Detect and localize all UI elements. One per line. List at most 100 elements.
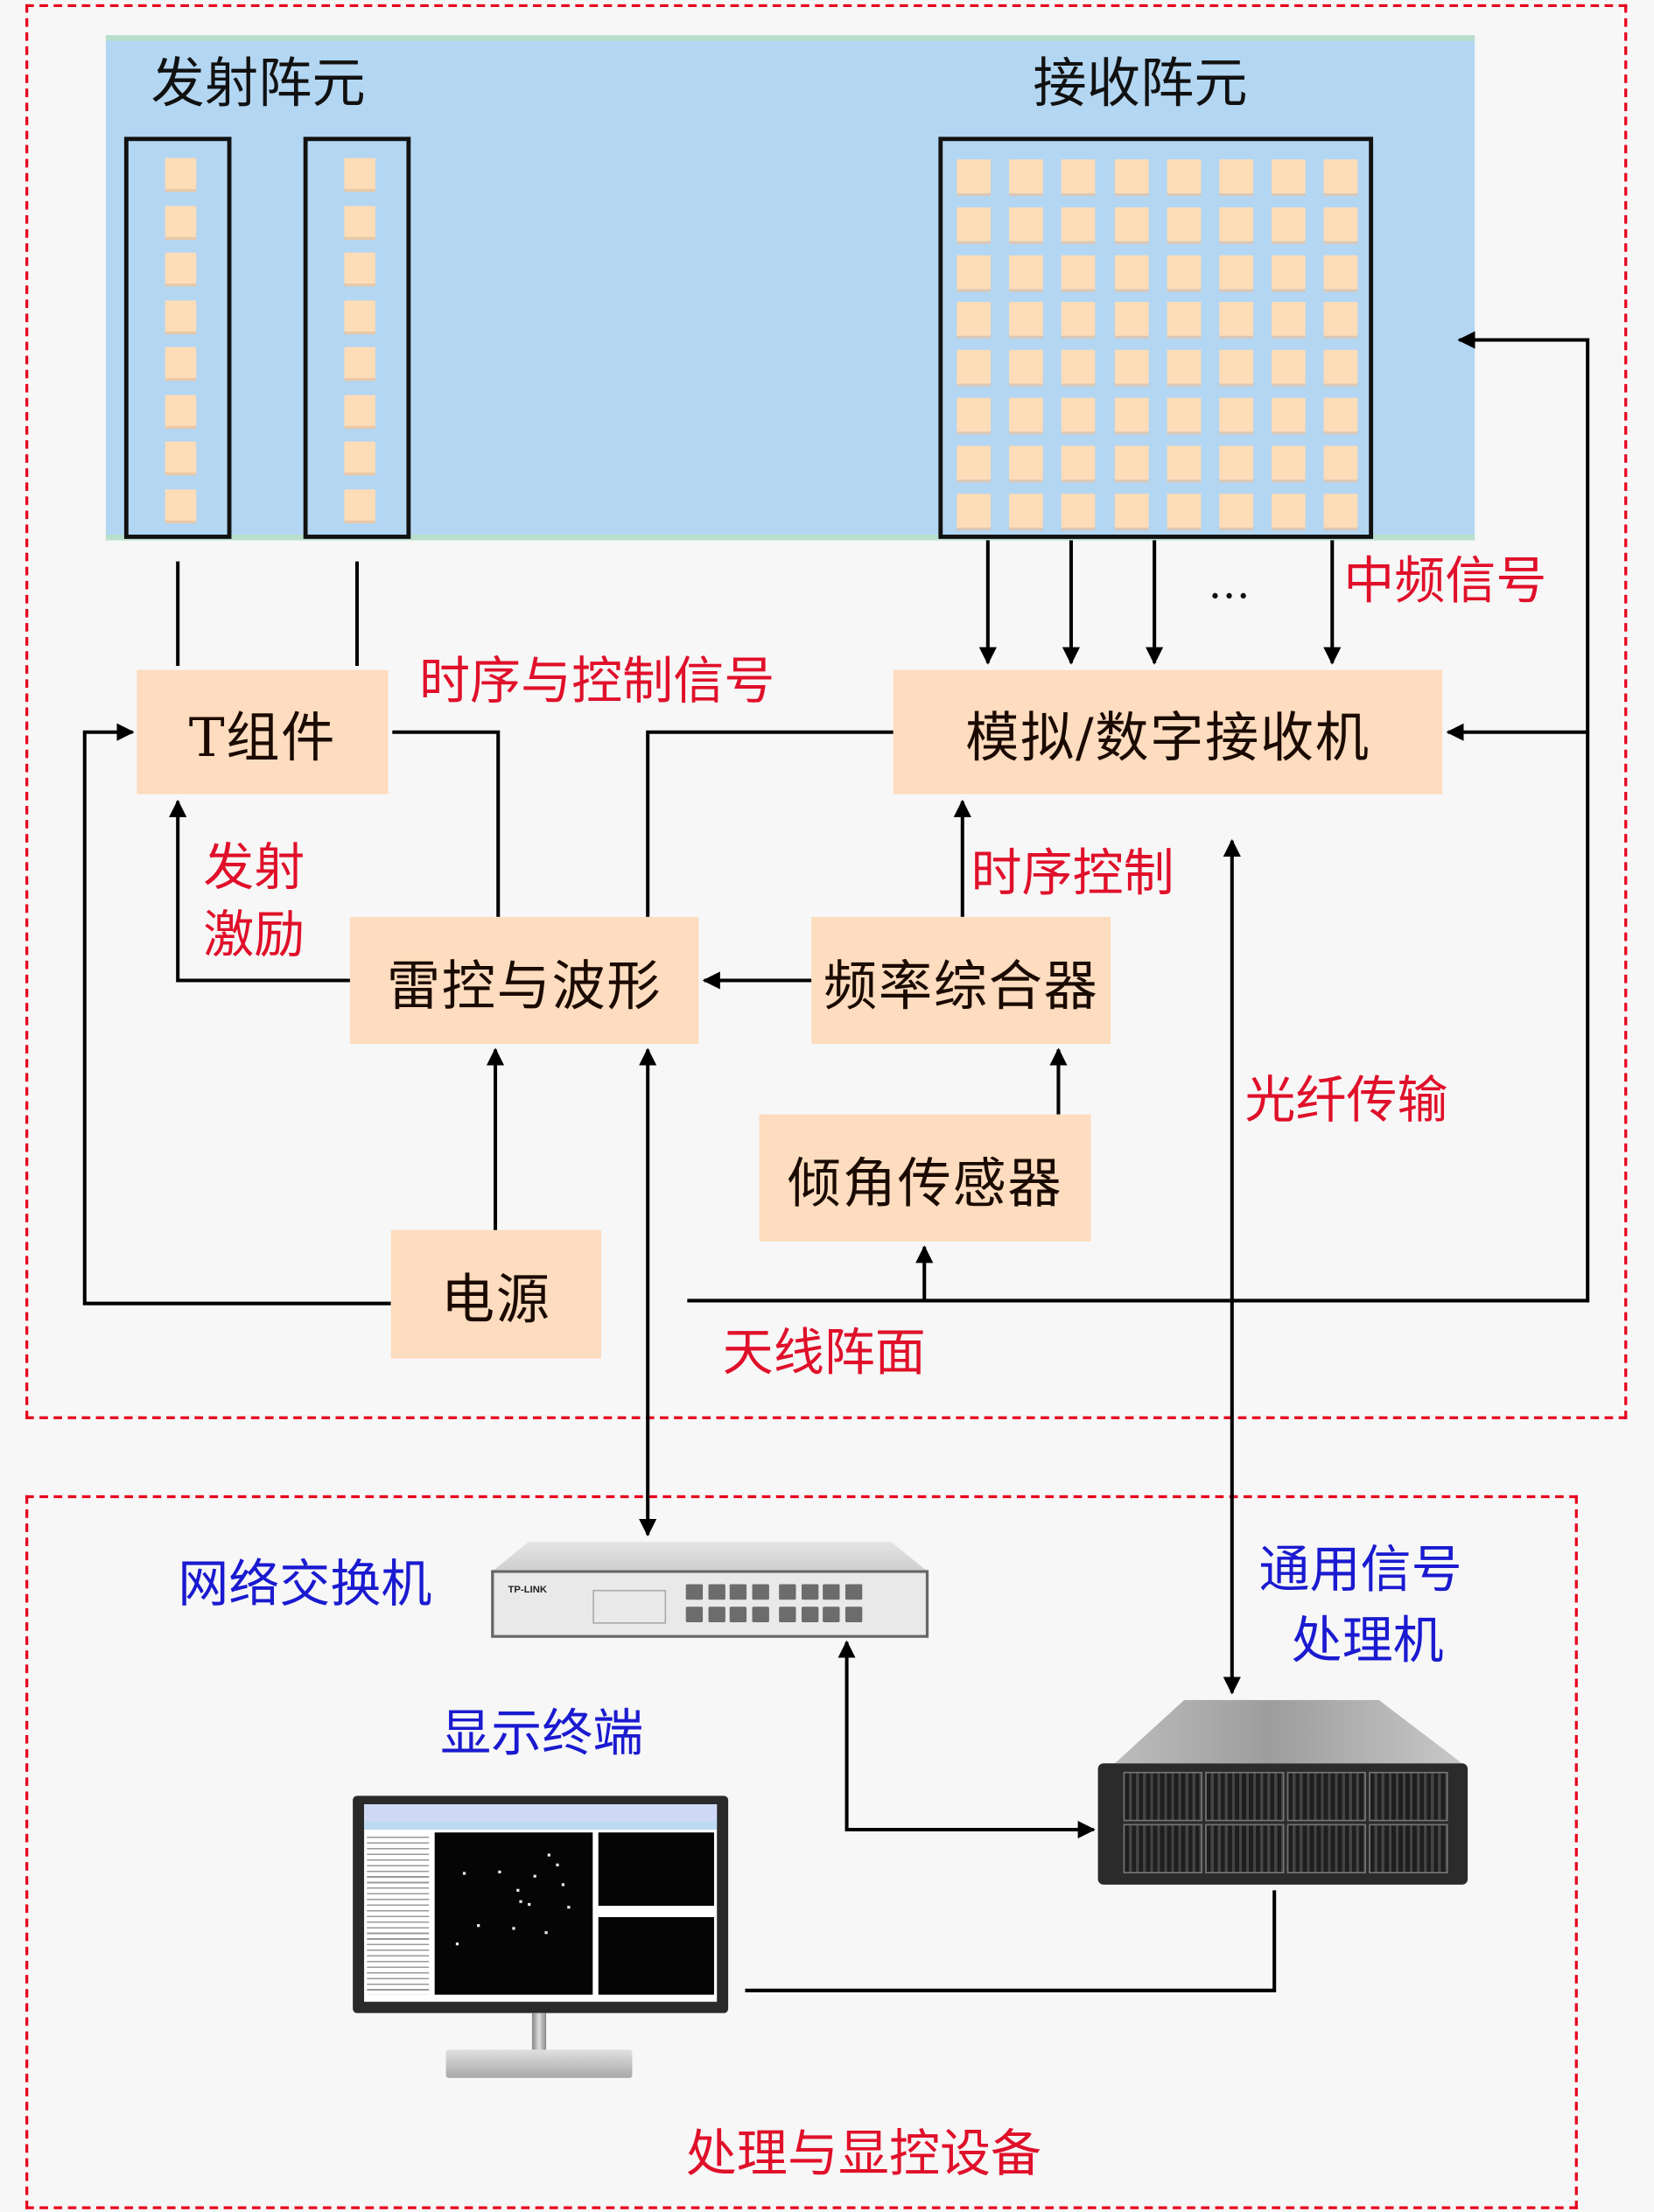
rx-antenna-element <box>1167 350 1201 384</box>
rx-antenna-element <box>1062 445 1097 480</box>
label-network-switch: 网络交换机 <box>178 1556 432 1614</box>
switch-port <box>685 1584 704 1600</box>
processing-equipment-frame <box>25 1494 1578 2209</box>
antenna-array-frame <box>25 4 1628 1419</box>
tx-antenna-element <box>344 394 375 426</box>
label-tx-excitation-1: 发射 <box>203 839 305 898</box>
rx-antenna-element <box>1272 397 1306 432</box>
rx-antenna-element <box>1009 159 1044 193</box>
server-drive-bay <box>1369 1824 1448 1874</box>
tx-antenna-element <box>344 346 375 379</box>
rx-antenna-element <box>1324 397 1358 432</box>
server-drive-bay <box>1205 1771 1285 1822</box>
label-timing-control-signal: 时序与控制信号 <box>418 653 775 711</box>
tx-antenna-element <box>344 158 375 190</box>
rx-antenna-element <box>1167 445 1201 480</box>
rx-antenna-element <box>957 159 992 193</box>
radar-target-dot <box>455 1942 459 1946</box>
wire-tmodule-radarctl <box>392 730 501 917</box>
label-if-signal: 中频信号 <box>1343 552 1547 612</box>
rx-antenna-element <box>1167 255 1201 289</box>
label-timing-control: 时序控制 <box>971 844 1174 903</box>
switch-port <box>779 1606 796 1623</box>
label-antenna-array-face: 天线阵面 <box>722 1324 926 1382</box>
rx-antenna-element <box>957 255 992 289</box>
rx-antenna-element <box>1167 302 1201 337</box>
tx-array-column-1 <box>123 136 232 539</box>
rx-array-title: 接收阵元 <box>1033 52 1248 115</box>
rx-antenna-element <box>1167 397 1201 432</box>
switch-port <box>729 1584 747 1600</box>
wire-receiver-radarctl <box>646 730 894 917</box>
tx-antenna-element <box>165 158 197 190</box>
server-drive-bay <box>1123 1771 1202 1822</box>
rx-antenna-element <box>1009 350 1044 384</box>
tx-antenna-element <box>165 488 197 521</box>
t-module-block: T组件 <box>137 669 389 794</box>
rx-antenna-element <box>1114 255 1149 289</box>
radar-target-dot <box>477 1924 480 1928</box>
switch-port <box>707 1606 725 1623</box>
switch-port <box>779 1584 796 1600</box>
rx-antenna-element <box>1114 206 1149 242</box>
rx-antenna-element <box>957 350 992 384</box>
switch-port <box>751 1606 769 1623</box>
rx-antenna-element <box>1219 302 1253 337</box>
rx-antenna-element <box>1324 350 1358 384</box>
rx-antenna-element <box>1272 159 1306 193</box>
rx-antenna-element <box>1009 255 1044 289</box>
switch-port <box>801 1606 818 1623</box>
wire-right-bus <box>687 331 1590 1303</box>
label-display-terminal: 显示终端 <box>440 1705 644 1764</box>
server-drive-bay <box>1286 1771 1366 1822</box>
rx-antenna-element <box>1114 397 1149 432</box>
tx-antenna-element <box>165 205 197 237</box>
rx-antenna-element <box>1219 206 1253 242</box>
rx-antenna-element <box>1219 159 1253 193</box>
rx-antenna-element <box>1114 302 1149 337</box>
rx-antenna-element <box>1272 350 1306 384</box>
rx-antenna-element <box>1062 493 1097 528</box>
rx-antenna-element <box>1324 445 1358 480</box>
tx-antenna-element <box>344 205 375 237</box>
rx-antenna-element <box>1167 206 1201 242</box>
radar-target-dot <box>462 1872 466 1875</box>
tx-antenna-element <box>165 252 197 284</box>
freq-synth-block: 频率综合器 <box>811 916 1111 1045</box>
radar-target-dot <box>498 1870 501 1874</box>
radar-target-dot <box>556 1863 559 1866</box>
tx-array-column-2 <box>303 136 411 539</box>
rx-antenna-element <box>1009 206 1044 242</box>
wire-server-monitor <box>745 1890 1277 1992</box>
label-fiber-transmission: 光纤传输 <box>1244 1072 1448 1130</box>
tx-antenna-element <box>165 346 197 379</box>
radar-target-dot <box>528 1902 531 1907</box>
wire-tx-excitation <box>169 799 350 983</box>
rx-antenna-element <box>957 302 992 337</box>
rx-antenna-element <box>1219 350 1253 384</box>
rx-antenna-element <box>1114 445 1149 480</box>
rx-antenna-element <box>1009 397 1044 432</box>
tilt-sensor-block: 倾角传感器 <box>759 1114 1091 1242</box>
rx-antenna-element <box>1167 493 1201 528</box>
radar-target-dot <box>512 1927 515 1930</box>
switch-brand-logo: TP-LINK <box>508 1586 548 1596</box>
radar-target-dot <box>516 1888 520 1892</box>
rx-antenna-element <box>1114 159 1149 193</box>
wire-power-tmodule <box>82 723 391 1306</box>
radar-target-dot <box>567 1906 571 1909</box>
label-tx-excitation-2: 激励 <box>203 906 305 965</box>
rx-antenna-element <box>1009 302 1044 337</box>
radar-target-dot <box>519 1900 522 1903</box>
rx-antenna-element <box>1062 397 1097 432</box>
radar-target-dot <box>533 1874 536 1878</box>
switch-port <box>823 1584 840 1600</box>
rx-antenna-element <box>1272 445 1306 480</box>
rx-antenna-element <box>1062 350 1097 384</box>
rx-antenna-element <box>1219 397 1253 432</box>
rx-array-grid <box>938 136 1374 539</box>
switch-port <box>707 1584 725 1600</box>
rx-antenna-element <box>1219 255 1253 289</box>
